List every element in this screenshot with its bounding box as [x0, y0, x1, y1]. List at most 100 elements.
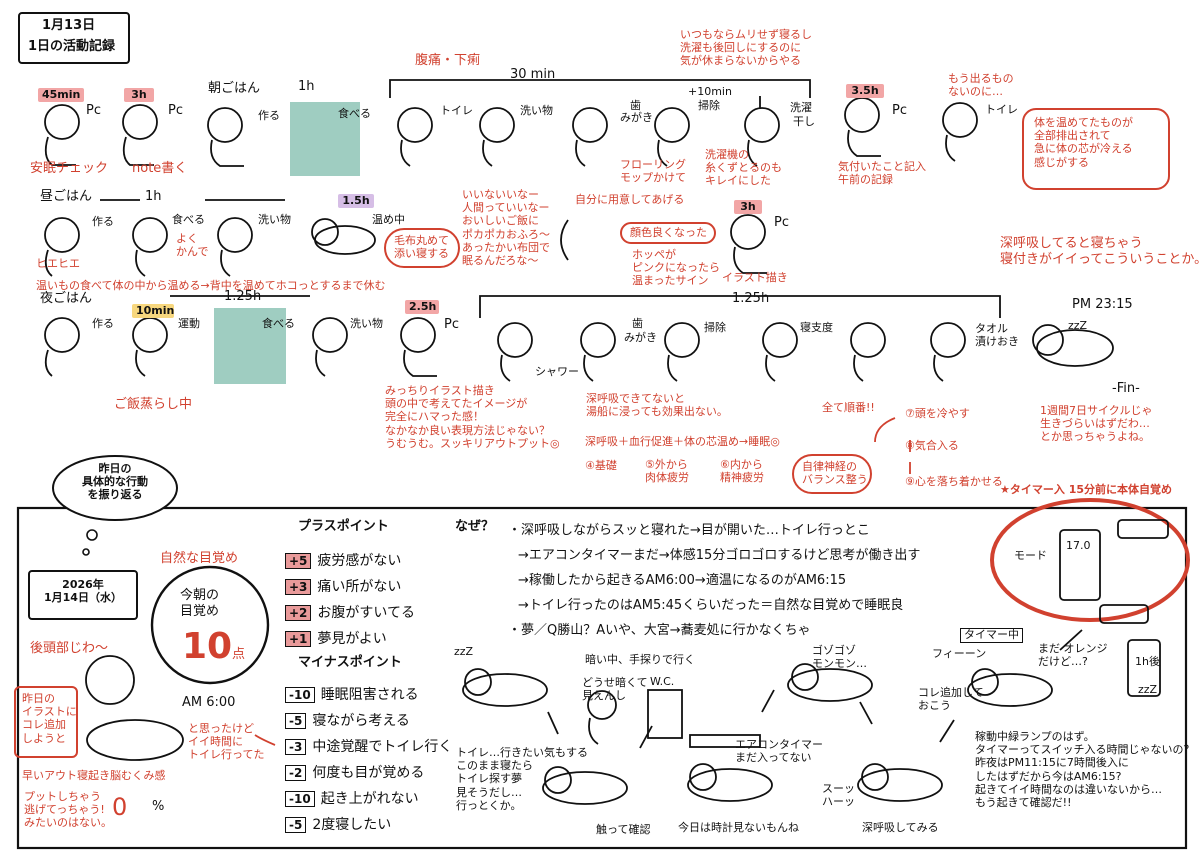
note-box: 体を温めてたものが 全部排出されて 急に体の芯が冷える 感じがする	[1022, 108, 1170, 190]
wake-score-unit: 点	[232, 647, 246, 662]
action-label: 作る	[92, 317, 114, 330]
note: ⑨心を落ち着かせる	[905, 475, 1003, 488]
note: ⑥内から 精神疲労	[720, 458, 764, 485]
comic-text: 今日は時計見ないもんね	[678, 821, 799, 834]
note: もう出るもの ないのに…	[948, 72, 1014, 99]
action-label: 掃除	[698, 99, 720, 112]
action-label: トイレ	[440, 104, 473, 117]
comic-text: トイレ…行きたい気もする このまま寝たら トイレ探す夢 見そうだし… 行っとくか…	[456, 746, 588, 812]
plus-title: プラスポイント	[298, 519, 389, 534]
duration-tag: 1.5h	[338, 194, 374, 208]
comic-text: スーッ ハーッ	[822, 782, 855, 809]
note: 自律神経の バランス整う	[802, 460, 868, 487]
action-label: 干し	[793, 115, 815, 128]
duration-tag: 3.5h	[846, 84, 884, 98]
eat-highlight	[214, 308, 286, 384]
duration-label: +10min	[688, 85, 732, 98]
header-date: 1月13日	[42, 18, 96, 33]
action-label: 掃除	[704, 321, 726, 334]
fin-label: -Fin-	[1112, 381, 1140, 396]
pc-label: Pc	[444, 317, 459, 332]
note-box: 顔色良くなった	[620, 222, 716, 244]
comic-text: 稼動中緑ランプのはず。 タイマーってスイッチ入る時間じゃないの？ 昨夜はPM11…	[975, 730, 1195, 809]
section-label: 腹痛・下痢	[415, 53, 481, 68]
note: 顔色良くなった	[630, 226, 707, 239]
zzz-label: zzZ	[454, 645, 474, 658]
action-label: 洗い物	[520, 104, 553, 117]
duration-label: 1.25h	[224, 289, 262, 304]
pc-label: Pc	[774, 215, 789, 230]
action-label: シャワー	[535, 365, 579, 378]
action-label: 洗い物	[258, 213, 291, 226]
pc-label: Pc	[168, 103, 183, 118]
meal-label: 昼ごはん	[40, 189, 93, 204]
header-title: 1日の活動記録	[28, 39, 116, 54]
duration-tag: 45min	[38, 88, 84, 102]
duration-tag: 2.5h	[405, 300, 439, 314]
pc-label: Pc	[892, 103, 907, 118]
caption: note書く	[132, 161, 188, 176]
note-box: 毛布丸めて 添い寝する	[384, 228, 460, 268]
action-label: 歯	[632, 317, 643, 330]
percent-unit: %	[152, 799, 165, 814]
natural-wake: 自然な目覚め	[160, 551, 239, 566]
eat-highlight	[290, 102, 360, 176]
note: 早いアウト寝起き脳むくみ感	[22, 769, 166, 782]
caption: イラスト描き	[722, 271, 788, 284]
comic-text: ゴゾゴゾ モンモン…	[812, 644, 867, 671]
action-label: 作る	[258, 109, 280, 122]
comic-text: エアコンタイマー まだ入ってない	[735, 738, 823, 765]
caption: 温いもの食べて体の中から温める→背中を温めてホコっとするまで休む	[36, 279, 386, 292]
pc-label: Pc	[86, 103, 101, 118]
review-bubble: 昨日の 具体的な行動 を振り返る	[82, 462, 148, 502]
header-box: 1月13日 1日の活動記録	[18, 12, 130, 64]
why-title: なぜ？	[455, 519, 495, 534]
note: 後頭部じわ～	[30, 641, 109, 656]
remote-label: 1h後	[1135, 655, 1160, 668]
note: いいないいなー 人間っていいなー おいしいご飯に ポカポカおふろ～ あったかい布…	[462, 188, 550, 267]
note: よく かんで	[176, 232, 209, 259]
action-label: みがき	[624, 331, 657, 344]
reason-line: →トイレ行ったのはAM5:45くらいだった＝自然な目覚めで睡眠良	[518, 598, 904, 613]
wc-label: W.C.	[650, 675, 675, 688]
note: ホッペが ピンクになったら 温まったサイン	[632, 248, 720, 288]
note: プットしちゃう 逃げてっちゃう! みたいのはない。	[24, 790, 112, 830]
zzz-label: zzZ	[1138, 683, 1158, 696]
duration-tag: 3h	[734, 200, 762, 214]
note: 気付いたこと記入 午前の記録	[838, 160, 926, 187]
mode-label: モード	[1014, 549, 1047, 562]
action-label: 作る	[92, 215, 114, 228]
timer-heading: ★タイマー入 15分前に本体自覚め	[1000, 483, 1172, 496]
duration-label: 1.25h	[732, 291, 770, 306]
note: と思ったけど イイ時間に トイレ行ってた	[188, 722, 265, 762]
action-label: 食べる	[262, 317, 295, 330]
note: 毛布丸めて 添い寝する	[394, 234, 449, 261]
note: 深呼吸＋血行促進＋体の芯温め→睡眠◎	[585, 435, 780, 448]
reason-line: ・深呼吸しながらスッと寝れた→目が開いた…トイレ行っとこ	[508, 523, 870, 538]
comic-text: コレ追加して おこう	[918, 686, 984, 713]
reason-line: ・夢／Q勝山？Aいや、大宮→蕎麦処に行かなくちゃ	[508, 623, 811, 638]
wake-score: 10	[182, 626, 233, 667]
note: 自分に用意してあげる	[575, 193, 685, 206]
am-time: AM 6:00	[182, 695, 236, 710]
caption: ご飯蒸らし中	[114, 397, 193, 412]
note: ⑧気合入る	[905, 439, 959, 452]
duration-tag: 10min	[132, 304, 174, 318]
comic-text: 触って確認	[596, 823, 651, 836]
caption: 安眠チェック	[30, 161, 109, 176]
note: いつもならムリせず寝るし 洗濯も後回しにするのに 気が休まらないからやる	[680, 28, 812, 68]
meal-label: 朝ごはん	[208, 81, 261, 96]
note-box: 自律神経の バランス整う	[792, 454, 872, 494]
note: フローリング モップかけて	[620, 158, 686, 185]
note: 体を温めてたものが 全部排出されて 急に体の芯が冷える 感じがする	[1034, 116, 1133, 169]
action-label: 食べる	[338, 107, 371, 120]
comic-text: どうせ暗くて 見えんし	[582, 676, 648, 703]
